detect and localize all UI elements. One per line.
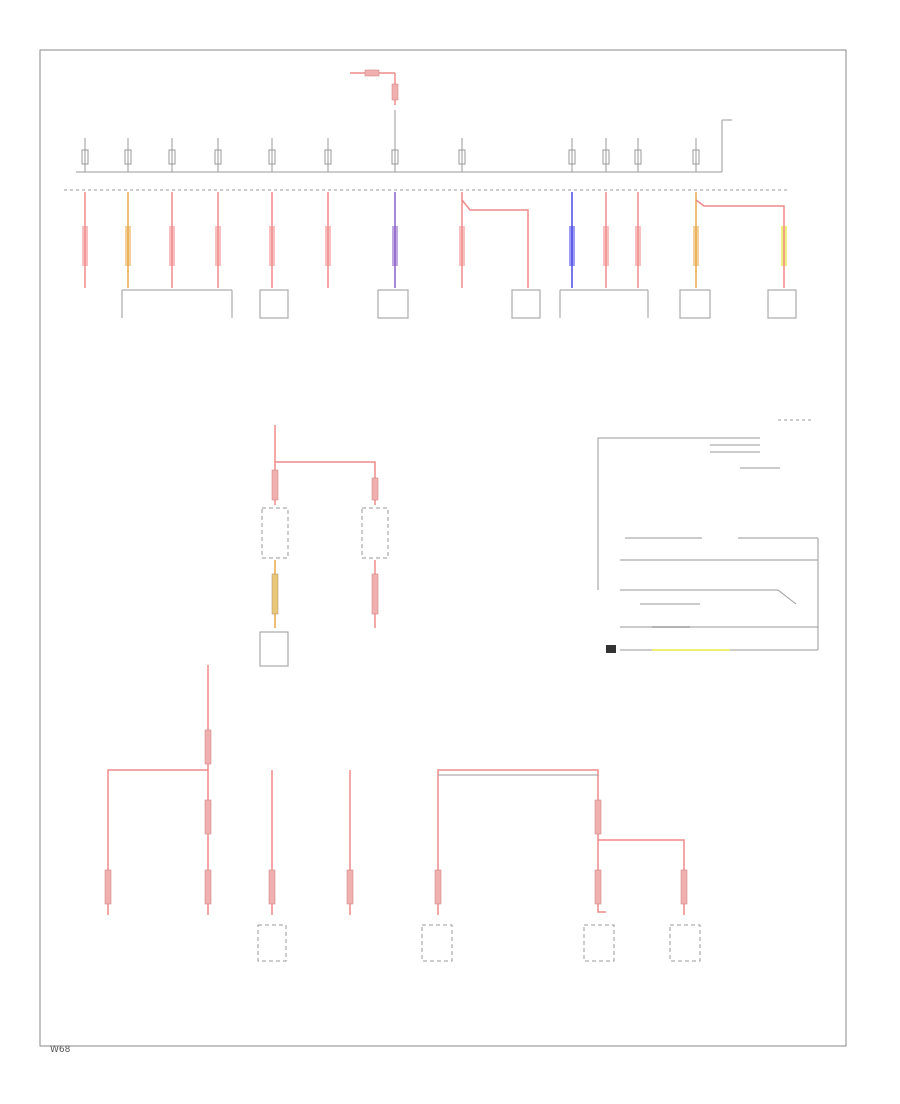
connector-segment-5 xyxy=(269,226,275,266)
module-box-e xyxy=(767,289,797,319)
connector-segment-11 xyxy=(635,226,641,266)
fuse-2 xyxy=(124,149,132,165)
module-box-h xyxy=(421,924,453,962)
ground-symbol xyxy=(606,645,616,653)
right-inset-colored-wires xyxy=(606,626,730,653)
lower-connector-2 xyxy=(204,729,212,765)
footer-code: W68 xyxy=(50,1045,71,1055)
relay-box-right xyxy=(361,507,389,559)
fuse-8 xyxy=(458,149,466,165)
module-box-d xyxy=(679,289,711,319)
module-box-i xyxy=(583,924,615,962)
fuse-7 xyxy=(391,149,399,165)
top-feed-relay xyxy=(350,69,399,172)
fuse-4 xyxy=(214,149,222,165)
module-boxes-row1 xyxy=(121,289,797,319)
module-box-a xyxy=(259,289,289,319)
fuse-3 xyxy=(168,149,176,165)
lower-connector-3 xyxy=(204,799,212,835)
lower-connector-6 xyxy=(346,869,354,905)
lower-connector-1 xyxy=(104,869,112,905)
relay-box-left xyxy=(261,507,289,559)
cross-wires-row1 xyxy=(461,199,785,288)
connector-segment-9 xyxy=(569,226,575,266)
middle-relay-section xyxy=(259,425,389,667)
connector-segment-6 xyxy=(325,226,331,266)
connector-segment-7 xyxy=(392,226,398,266)
fuse-columns xyxy=(81,138,787,288)
fuse-12 xyxy=(692,149,700,165)
lower-connector-10 xyxy=(680,869,688,905)
fuse-1 xyxy=(81,149,89,165)
module-boxes-lower xyxy=(257,924,701,962)
lower-fuse-elements xyxy=(104,729,688,905)
fuse-9 xyxy=(568,149,576,165)
connector-segment-2 xyxy=(125,226,131,266)
connector-segment-4 xyxy=(215,226,221,266)
connector-segment-12 xyxy=(693,226,699,266)
connector-segment-8 xyxy=(459,226,465,266)
lower-connector-7 xyxy=(434,869,442,905)
fuse-5 xyxy=(268,149,276,165)
right-inset-schematic xyxy=(597,419,819,651)
lower-connector-8 xyxy=(594,799,602,835)
main-bus xyxy=(64,119,790,191)
fuse-10 xyxy=(602,149,610,165)
connector-segment-3 xyxy=(169,226,175,266)
module-box-j xyxy=(669,924,701,962)
module-box-b xyxy=(377,289,409,319)
lower-connector-9 xyxy=(594,869,602,905)
fuse-6 xyxy=(324,149,332,165)
module-box-c xyxy=(511,289,541,319)
fuse-11 xyxy=(634,149,642,165)
connector-segment-10 xyxy=(603,226,609,266)
module-box-f xyxy=(259,631,289,667)
diagram-frame xyxy=(39,49,847,1047)
lower-connector-4 xyxy=(204,869,212,905)
module-box-g xyxy=(257,924,287,962)
lower-connector-5 xyxy=(268,869,276,905)
connector-segment-1 xyxy=(82,226,88,266)
